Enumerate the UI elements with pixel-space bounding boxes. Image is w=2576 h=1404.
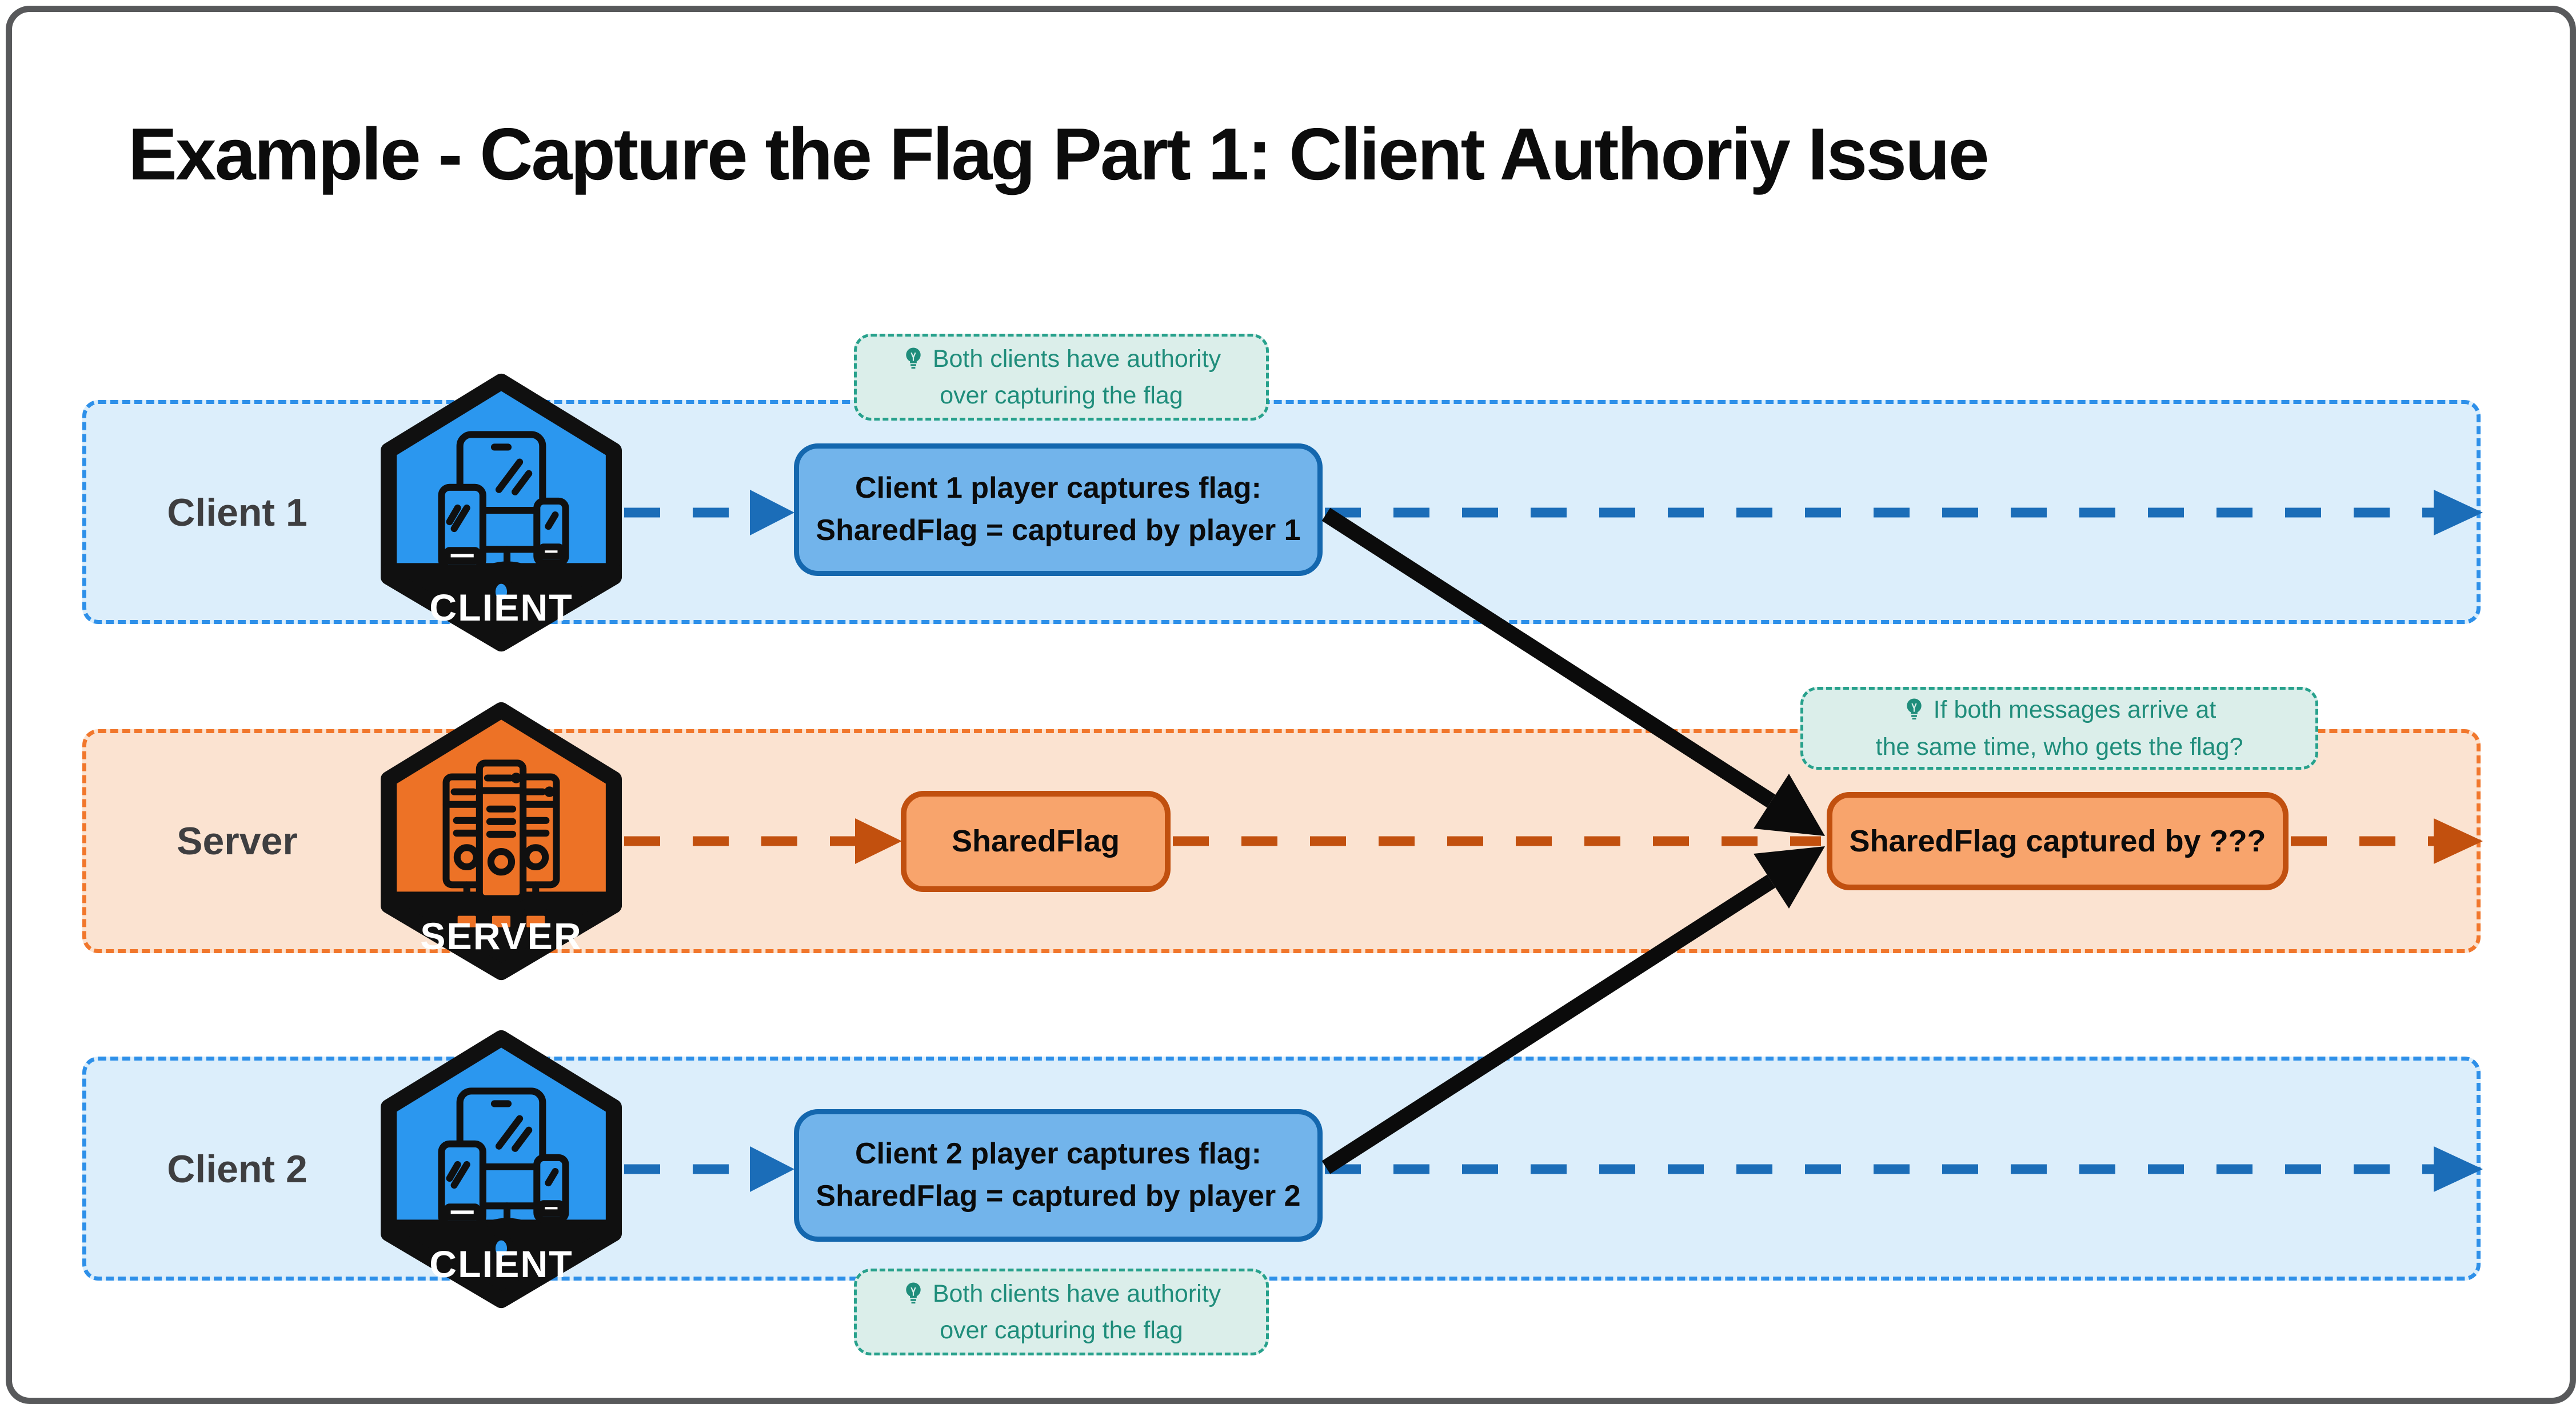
note-client1-authority: Both clients have authority over capturi… (854, 334, 1269, 421)
client1-message-line2: SharedFlag = captured by player 1 (816, 514, 1301, 547)
client2-message-line1: Client 2 player captures flag: (855, 1137, 1261, 1171)
lightbulb-icon (1906, 698, 1922, 720)
server-badge: SERVER (380, 701, 623, 982)
note-client2-authority: Both clients have authority over capturi… (854, 1269, 1269, 1355)
client1-message-line1: Client 1 player captures flag: (855, 471, 1261, 505)
page-title: Example - Capture the Flag Part 1: Clien… (128, 113, 1990, 195)
note-middle-line2: the same time, who gets the flag? (1875, 733, 2243, 761)
lightbulb-icon (906, 347, 921, 369)
note-top-line2: over capturing the flag (940, 382, 1183, 409)
client2-badge-label: CLIENT (429, 1243, 573, 1286)
lane-label-client2: Client 2 (167, 1147, 307, 1191)
sharedflag-captured-label: SharedFlag captured by ??? (1849, 823, 2266, 858)
note-bottom-line1: Both clients have authority (932, 1279, 1221, 1307)
client1-badge: CLIENT (380, 372, 623, 653)
note-middle-line1: If both messages arrive at (1933, 696, 2216, 723)
sharedflag-label: SharedFlag (951, 824, 1120, 859)
lightbulb-icon (906, 1282, 921, 1303)
client1-badge-label: CLIENT (429, 587, 573, 629)
client2-message-line2: SharedFlag = captured by player 2 (816, 1179, 1301, 1213)
note-top-line1: Both clients have authority (932, 345, 1221, 373)
server-rack-icon: SERVER (381, 702, 622, 981)
note-message-timing: If both messages arrive at the same time… (1800, 687, 2318, 770)
lane-label-client1: Client 1 (167, 491, 307, 534)
note-bottom-line2: over capturing the flag (940, 1317, 1183, 1344)
client2-message-box: Client 2 player captures flag: SharedFla… (794, 1109, 1323, 1242)
lane-label-server: Server (177, 819, 298, 863)
server-badge-label: SERVER (420, 915, 582, 958)
client-devices-icon: CLIENT (381, 373, 622, 652)
sharedflag-captured-box: SharedFlag captured by ??? (1827, 792, 2289, 890)
client1-message-box: Client 1 player captures flag: SharedFla… (794, 443, 1323, 576)
client-devices-icon: CLIENT (381, 1030, 622, 1309)
sharedflag-box: SharedFlag (901, 791, 1171, 892)
client2-badge: CLIENT (380, 1029, 623, 1310)
